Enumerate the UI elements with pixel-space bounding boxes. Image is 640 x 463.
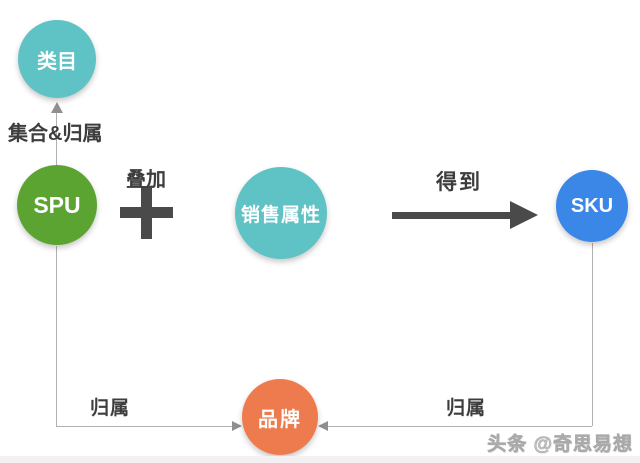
watermark-text: 头条 @奇思易想 xyxy=(487,434,633,456)
arrow-right-icon xyxy=(232,421,242,431)
bottom-strip xyxy=(0,456,640,463)
edge-label-belong-left: 归属 xyxy=(90,398,131,419)
edge-spu-to-brand-vertical-line xyxy=(56,246,57,426)
edge-label-collection-belong: 集合&归属 xyxy=(8,123,103,145)
obtain-arrow-shaft xyxy=(392,212,511,219)
edge-sku-to-brand-vertical-line xyxy=(592,243,593,426)
edge-label-belong-right: 归属 xyxy=(446,398,487,419)
node-spu: SPU xyxy=(17,165,97,245)
edge-label-obtain: 得到 xyxy=(436,171,482,194)
plus-vertical-bar xyxy=(141,186,152,239)
edge-spu-to-brand-horizontal-line xyxy=(56,426,234,427)
arrow-up-icon xyxy=(51,102,63,113)
obtain-arrow-head-icon xyxy=(510,201,538,229)
node-category: 类目 xyxy=(18,20,96,98)
edge-sku-to-brand-horizontal-line xyxy=(327,426,592,427)
plus-icon xyxy=(120,186,173,239)
node-sales-attributes: 销售属性 xyxy=(235,167,327,259)
edge-label-overlay: 叠加 xyxy=(126,169,166,191)
edge-spu-to-category-line xyxy=(56,110,57,165)
arrow-left-icon xyxy=(318,421,328,431)
node-sku: SKU xyxy=(556,170,628,242)
node-brand: 品牌 xyxy=(242,379,318,455)
